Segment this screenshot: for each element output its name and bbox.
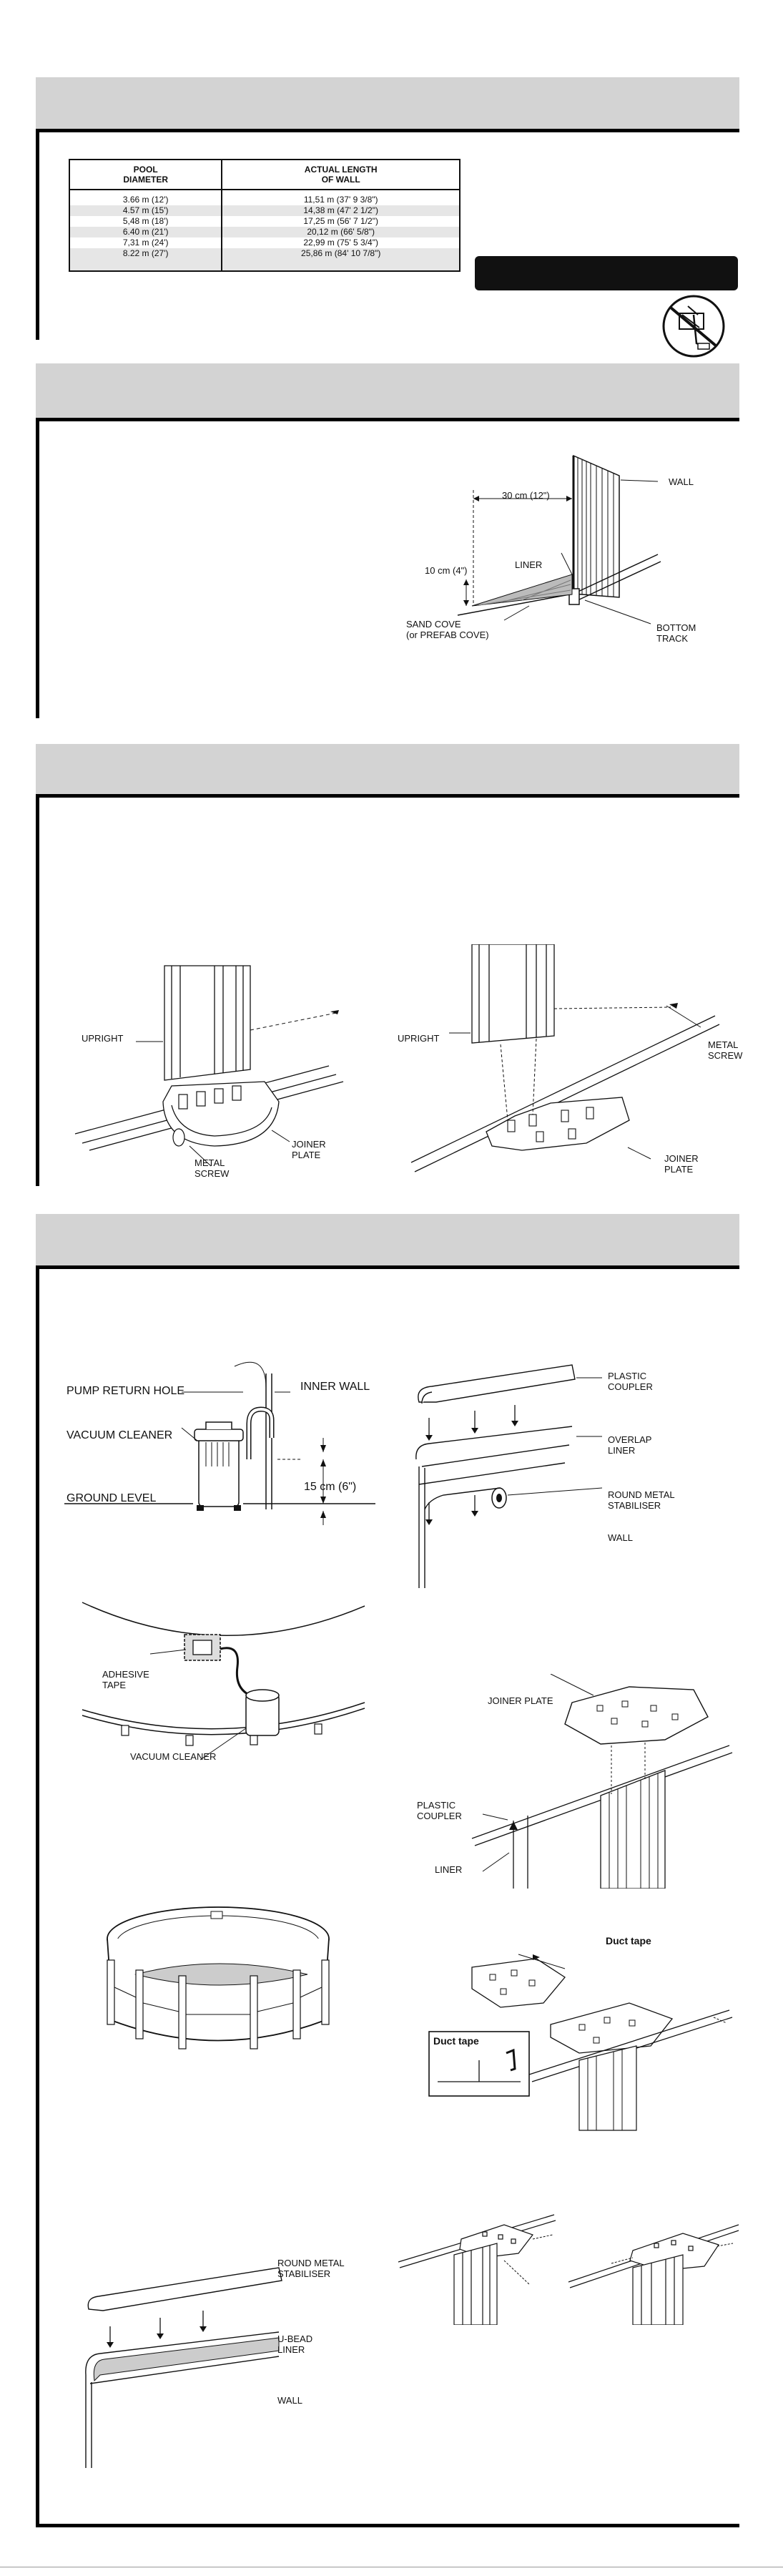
section-1-frame (36, 129, 739, 340)
upright-joiner-diagram-left (74, 965, 344, 1167)
label-30cm: 30 cm (12") (502, 490, 550, 501)
table-row: 3.66 m (12') 11,51 m (37' 9 3/8") (69, 190, 460, 205)
section-4-banner (36, 1214, 739, 1265)
label-liner: LINER (515, 559, 543, 570)
cell-length: 25,86 m (84' 10 7/8") (221, 248, 460, 271)
label-liner: LINER (435, 1864, 463, 1875)
label-plastic-coupler-2: PLASTIC COUPLER (417, 1800, 462, 1821)
label-round-metal-stabiliser: ROUND METAL STABILISER (608, 1489, 675, 1511)
duct-tape-diagram (428, 1954, 733, 2131)
cell-diameter: 8.22 m (27') (69, 248, 222, 271)
wall-length-table: POOL DIAMETER ACTUAL LENGTH OF WALL 3.66… (69, 159, 461, 272)
cell-length: 11,51 m (37' 9 3/8") (221, 190, 460, 205)
label-pump-return-hole: PUMP RETURN HOLE (67, 1385, 185, 1397)
table-row: 6.40 m (21')20,12 m (66' 5/8") (69, 227, 460, 237)
table-row: 5,48 m (18') 17,25 m (56' 7 1/2") (69, 216, 460, 227)
col-pool-diameter: POOL DIAMETER (69, 160, 222, 190)
label-vacuum-cleaner: VACUUM CLEANER (67, 1429, 173, 1441)
black-heading-bar (475, 256, 738, 290)
label-overlap-liner: OVERLAP LINER (608, 1434, 652, 1456)
label-round-metal-stabiliser-2: ROUND METAL STABILISER (277, 2258, 345, 2279)
label-ground-level: GROUND LEVEL (67, 1492, 157, 1504)
cell-length: 17,25 m (56' 7 1/2") (221, 216, 460, 227)
cell-diameter: 6.40 m (21') (69, 227, 222, 237)
label-wall-ubead: WALL (277, 2395, 302, 2406)
label-wall-overlap: WALL (608, 1532, 633, 1543)
cell-diameter: 3.66 m (12') (122, 195, 169, 205)
overlap-liner-diagram (415, 1364, 603, 1588)
u-bead-diagram (85, 2267, 282, 2468)
label-sand-cove: SAND COVE (or PREFAB COVE) (406, 619, 489, 640)
section-2-frame (36, 418, 739, 718)
label-duct-tape-top: Duct tape (606, 1935, 651, 1946)
joiner-plates-final-diagram (398, 2214, 739, 2325)
table-row: 4.57 m (15')14,38 m (47' 2 1/2") (69, 205, 460, 216)
label-plastic-coupler: PLASTIC COUPLER (608, 1371, 653, 1392)
cell-diameter: 5,48 m (18') (122, 216, 169, 226)
section-1-banner (36, 77, 739, 129)
label-joiner-plate: JOINER PLATE (488, 1695, 553, 1706)
cell-length: 20,12 m (66' 5/8") (221, 227, 460, 237)
section-2-banner (36, 363, 739, 418)
joiner-coupler-diagram (471, 1674, 733, 1889)
label-wall: WALL (669, 476, 694, 487)
sand-cove-diagram (457, 454, 661, 625)
label-upright-right: UPRIGHT (398, 1033, 440, 1044)
label-upright-left: UPRIGHT (82, 1033, 124, 1044)
label-adhesive-tape: ADHESIVE TAPE (102, 1669, 149, 1690)
vacuum-setup-diagram (64, 1361, 375, 1525)
label-metal-screw-right: METAL SCREW (708, 1039, 743, 1061)
caution-icon (662, 295, 725, 358)
pool-overview-diagram (107, 1906, 330, 2049)
col-actual-length: ACTUAL LENGTH OF WALL (221, 160, 460, 190)
upright-joiner-diagram-right (410, 944, 720, 1172)
table-row: 7,31 m (24') 22,99 m (75' 5 3/4") (69, 237, 460, 248)
section-3-banner (36, 744, 739, 794)
label-joiner-plate-left: JOINER PLATE (292, 1139, 326, 1160)
label-15cm: 15 cm (6") (304, 1481, 357, 1493)
cell-diameter: 4.57 m (15') (69, 205, 222, 216)
label-duct-tape-inset: Duct tape (433, 2035, 479, 2047)
cell-length: 22,99 m (75' 5 3/4") (221, 237, 460, 248)
label-inner-wall: INNER WALL (300, 1381, 370, 1393)
label-10cm: 10 cm (4") (425, 565, 468, 576)
section-3-frame (36, 794, 739, 1186)
label-bottom-track: BOTTOM TRACK (656, 622, 696, 644)
table-header-row: POOL DIAMETER ACTUAL LENGTH OF WALL (69, 160, 460, 190)
cell-diameter: 7,31 m (24') (122, 237, 169, 248)
table-row: 8.22 m (27')25,86 m (84' 10 7/8") (69, 248, 460, 271)
label-metal-screw-left: METAL SCREW (194, 1157, 230, 1179)
label-vacuum-cleaner-2: VACUUM CLEANER (130, 1751, 217, 1762)
label-u-bead-liner: U-BEAD LINER (277, 2333, 313, 2355)
section-4-frame (36, 1265, 739, 2527)
cell-length: 14,38 m (47' 2 1/2") (221, 205, 460, 216)
adhesive-tape-diagram (82, 1602, 365, 1760)
label-joiner-plate-right: JOINER PLATE (664, 1153, 699, 1175)
